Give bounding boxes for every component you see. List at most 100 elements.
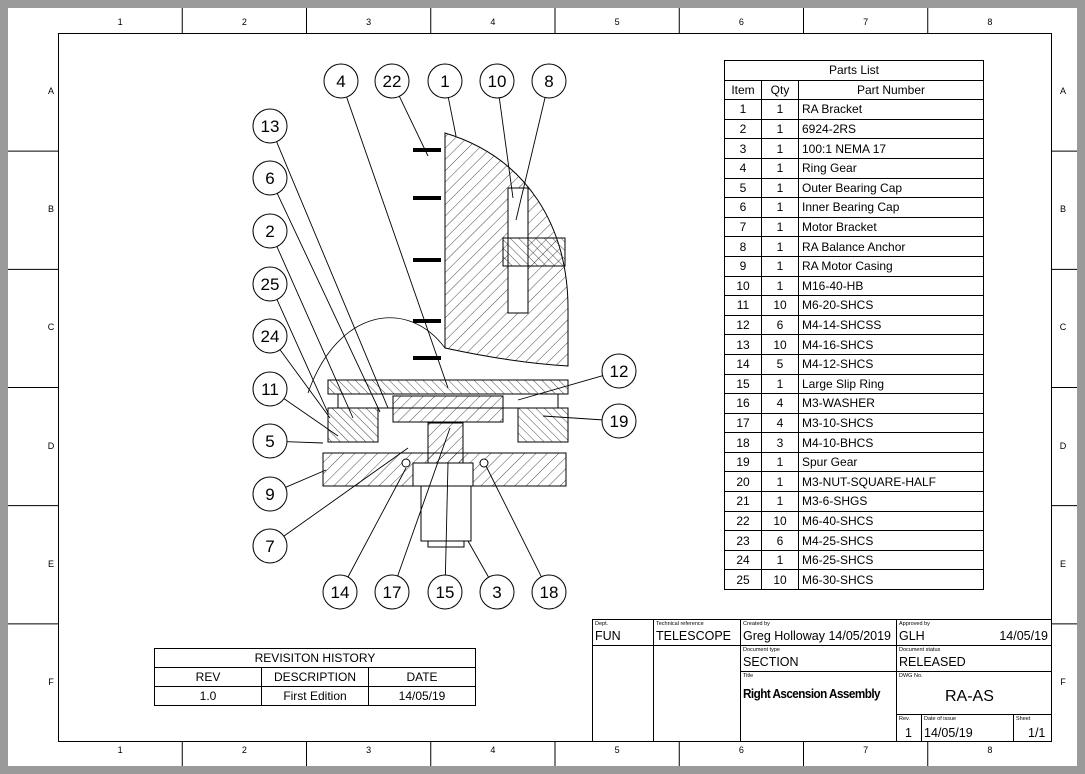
balloon-3: 3 bbox=[479, 574, 515, 610]
balloon-13: 13 bbox=[252, 108, 288, 144]
svg-text:7: 7 bbox=[265, 537, 274, 556]
svg-text:2: 2 bbox=[265, 222, 274, 241]
parts-number: M4-10-BHCS bbox=[798, 432, 984, 453]
parts-number: M6-30-SHCS bbox=[798, 569, 984, 591]
tb-issue: Date of issue 14/05/19 bbox=[921, 714, 1014, 742]
svg-text:15: 15 bbox=[436, 583, 455, 602]
parts-qty: 1 bbox=[761, 373, 799, 395]
parts-number: M4-16-SHCS bbox=[798, 334, 984, 355]
parts-item: 5 bbox=[724, 177, 762, 199]
balloon-9: 9 bbox=[252, 476, 288, 512]
parts-qty: 1 bbox=[761, 255, 799, 277]
parts-item: 10 bbox=[724, 275, 762, 297]
parts-number: M6-20-SHCS bbox=[798, 295, 984, 316]
parts-qty: 10 bbox=[761, 334, 799, 355]
parts-qty: 1 bbox=[761, 99, 799, 120]
parts-item: 16 bbox=[724, 393, 762, 414]
parts-number: Ring Gear bbox=[798, 157, 984, 179]
balloon-19: 19 bbox=[601, 403, 637, 439]
svg-text:11: 11 bbox=[261, 380, 279, 399]
svg-text:24: 24 bbox=[261, 327, 280, 346]
svg-text:12: 12 bbox=[610, 362, 629, 381]
tb-title: Title Right Ascension Assembly bbox=[740, 671, 897, 742]
parts-number: Outer Bearing Cap bbox=[798, 177, 984, 199]
ra-bracket-section bbox=[307, 132, 569, 394]
parts-number: M3-NUT-SQUARE-HALF bbox=[798, 471, 984, 493]
parts-qty: 1 bbox=[761, 138, 799, 159]
parts-number: M3-6-SHGS bbox=[798, 491, 984, 512]
svg-text:8: 8 bbox=[544, 72, 553, 91]
parts-number: RA Balance Anchor bbox=[798, 236, 984, 257]
parts-qty: 4 bbox=[761, 393, 799, 414]
parts-item: 22 bbox=[724, 510, 762, 532]
parts-number: Spur Gear bbox=[798, 451, 984, 473]
zone-row-D: D bbox=[47, 440, 55, 451]
svg-text:6: 6 bbox=[265, 169, 274, 188]
zone-row-F: F bbox=[1060, 676, 1066, 687]
balloon-7: 7 bbox=[252, 528, 288, 564]
svg-text:18: 18 bbox=[540, 583, 559, 602]
svg-text:19: 19 bbox=[610, 412, 629, 431]
parts-number: M6-40-SHCS bbox=[798, 510, 984, 532]
zone-column-1: 1 bbox=[117, 17, 123, 27]
parts-item: 17 bbox=[724, 412, 762, 434]
parts-item: 3 bbox=[724, 138, 762, 159]
parts-item: 25 bbox=[724, 569, 762, 591]
parts-item: 6 bbox=[724, 197, 762, 218]
svg-text:1: 1 bbox=[440, 72, 449, 91]
balloon-15: 15 bbox=[427, 574, 463, 610]
zone-row-C: C bbox=[1059, 322, 1067, 333]
parts-item: 4 bbox=[724, 157, 762, 179]
zone-row-F: F bbox=[48, 676, 54, 687]
zone-column-3: 3 bbox=[366, 17, 372, 27]
balloon-24: 24 bbox=[252, 318, 288, 354]
zone-column-3: 3 bbox=[366, 745, 372, 755]
svg-text:22: 22 bbox=[383, 72, 402, 91]
zone-row-E: E bbox=[47, 558, 54, 569]
parts-qty: 4 bbox=[761, 412, 799, 434]
parts-qty: 10 bbox=[761, 569, 799, 591]
parts-number: RA Motor Casing bbox=[798, 255, 984, 277]
svg-text:9: 9 bbox=[265, 485, 274, 504]
parts-number: M3-WASHER bbox=[798, 393, 984, 414]
zone-column-4: 4 bbox=[490, 17, 496, 27]
balloon-4: 4 bbox=[323, 63, 359, 99]
parts-item: 21 bbox=[724, 491, 762, 512]
parts-item: 8 bbox=[724, 236, 762, 257]
balloon-8: 8 bbox=[531, 63, 567, 99]
balloon-5: 5 bbox=[252, 423, 288, 459]
zone-column-5: 5 bbox=[614, 745, 620, 755]
parts-qty: 5 bbox=[761, 353, 799, 375]
balloon-leaders bbox=[276, 96, 603, 578]
parts-number: M16-40-HB bbox=[798, 275, 984, 297]
zone-column-7: 7 bbox=[863, 17, 869, 27]
tb-approved: Approved by GLH 14/05/19 bbox=[896, 619, 1052, 646]
balloon-17: 17 bbox=[374, 574, 410, 610]
parts-qty: 1 bbox=[761, 177, 799, 199]
parts-number: Large Slip Ring bbox=[798, 373, 984, 395]
parts-qty: 1 bbox=[761, 157, 799, 179]
parts-header-part: Part Number bbox=[798, 79, 984, 101]
zone-row-A: A bbox=[1059, 86, 1066, 97]
parts-item: 19 bbox=[724, 451, 762, 473]
parts-item: 13 bbox=[724, 334, 762, 355]
parts-number: RA Bracket bbox=[798, 99, 984, 120]
zone-column-2: 2 bbox=[241, 17, 247, 27]
parts-qty: 1 bbox=[761, 471, 799, 493]
